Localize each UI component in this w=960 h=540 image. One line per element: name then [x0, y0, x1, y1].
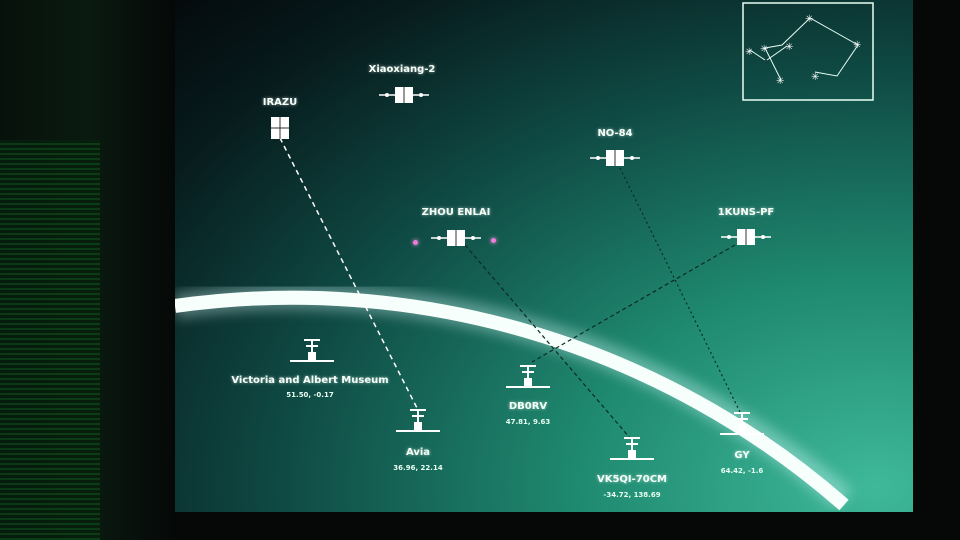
ground-station-icon[interactable] — [290, 339, 334, 362]
satellite-icon[interactable] — [271, 117, 289, 139]
station-label[interactable]: GY — [734, 450, 750, 461]
station-coords: 36.96, 22.14 — [393, 464, 443, 472]
minimap-satellite-icon: ✳ — [853, 40, 861, 51]
minimap-branch — [764, 47, 782, 81]
minimap-satellite-icon: ✳ — [776, 76, 784, 87]
highlight-dot — [491, 238, 496, 243]
map-layer: ✳ ✳ ✳ ✳ ✳ ✳ ✳ — [175, 2, 874, 511]
satellite-label[interactable]: ZHOU ENLAI — [421, 207, 491, 218]
minimap-branch — [766, 45, 788, 61]
station-label[interactable]: DB0RV — [508, 401, 548, 412]
station-label[interactable]: VK5QI-70CM — [596, 474, 668, 485]
minimap-path — [764, 17, 859, 77]
station-coords: -34.72, 138.69 — [603, 491, 661, 499]
link-1kuns-db0rv — [531, 244, 736, 363]
satellite-label[interactable]: IRAZU — [262, 97, 298, 108]
link-no84-gy — [619, 167, 741, 413]
ground-station-icon[interactable] — [506, 365, 550, 388]
station-coords: 64.42, -1.6 — [720, 467, 764, 475]
satellite-map-view[interactable]: ✳ ✳ ✳ ✳ ✳ ✳ ✳ IRAZU Xiaoxiang-2 NO-84 ZH… — [175, 0, 913, 512]
monitor-bezel — [0, 0, 175, 540]
earth-limb — [175, 290, 849, 511]
station-coords: 47.81, 9.63 — [505, 418, 551, 426]
minimap-satellite-icon: ✳ — [805, 14, 813, 25]
satellite-label[interactable]: Xiaoxiang-2 — [368, 64, 436, 75]
ground-station-icon[interactable] — [396, 409, 440, 432]
station-label[interactable]: Victoria and Albert Museum — [231, 375, 389, 386]
station-coords: 51.50, -0.17 — [286, 391, 334, 399]
background-glow — [0, 140, 100, 540]
ground-station-icon[interactable] — [610, 437, 654, 460]
ground-station-icon[interactable] — [720, 412, 764, 435]
minimap-satellite-icon: ✳ — [745, 47, 753, 58]
station-label[interactable]: Avia — [405, 447, 431, 458]
satellite-icon[interactable] — [379, 87, 429, 103]
link-zhou-vk5qi — [464, 244, 631, 439]
minimap-branch — [749, 49, 766, 61]
minimap-satellite-icon: ✳ — [760, 44, 768, 55]
satellite-label[interactable]: 1KUNS-PF — [717, 207, 775, 218]
satellite-icon[interactable] — [721, 229, 771, 245]
minimap-satellite-icon: ✳ — [811, 72, 819, 83]
minimap[interactable]: ✳ ✳ ✳ ✳ ✳ ✳ ✳ — [742, 2, 874, 101]
satellite-icon[interactable] — [590, 150, 640, 166]
minimap-satellite-icon: ✳ — [785, 42, 793, 53]
link-irazu-avia — [279, 137, 419, 411]
satellite-icon[interactable] — [431, 230, 481, 246]
highlight-dot — [413, 240, 418, 245]
satellite-label[interactable]: NO-84 — [597, 128, 633, 139]
